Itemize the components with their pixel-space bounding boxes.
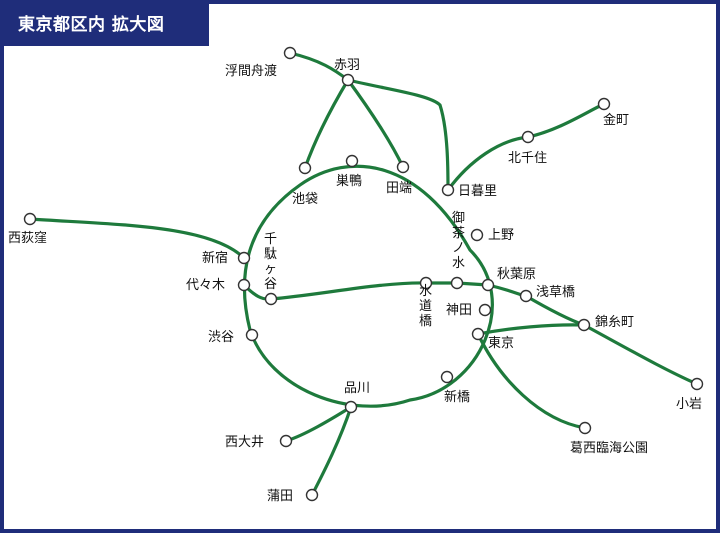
station-label: 東京 — [488, 335, 514, 351]
station-akabane[interactable]: 赤羽 — [334, 58, 360, 87]
station-label: 代々木 — [186, 278, 225, 293]
station-marker — [245, 328, 259, 342]
station-marker — [470, 228, 484, 242]
station-label: 水道橋 — [419, 284, 432, 329]
station-label: 渋谷 — [208, 330, 234, 345]
station-nishioi[interactable]: 西大井 — [225, 434, 293, 450]
station-nishiogikubo[interactable]: 西荻窪 — [8, 212, 47, 247]
station-shimbashi[interactable]: 新橋 — [440, 370, 471, 406]
station-nippori[interactable]: 日暮里 — [441, 183, 498, 199]
station-label: 新橋 — [444, 389, 470, 405]
station-label: 西大井 — [225, 435, 264, 450]
station-label: 新宿 — [202, 250, 228, 266]
station-marker — [578, 421, 592, 435]
station-suidobashi[interactable]: 水道橋 — [419, 276, 433, 330]
station-tabata[interactable]: 田端 — [386, 160, 412, 197]
station-marker — [478, 303, 492, 317]
station-marker — [450, 276, 464, 290]
station-yoyogi[interactable]: 代々木 — [186, 278, 251, 293]
station-marker — [396, 160, 410, 174]
station-kasairinkaikoen[interactable]: 葛西臨海公園 — [570, 421, 648, 457]
station-label: 錦糸町 — [595, 314, 634, 330]
station-sugamo[interactable]: 巣鴨 — [336, 154, 362, 190]
station-ukimafunado[interactable]: 浮間舟渡 — [225, 46, 297, 80]
station-ueno[interactable]: 上野 — [470, 228, 515, 243]
station-marker — [23, 212, 37, 226]
station-kamata[interactable]: 蒲田 — [267, 488, 319, 504]
chuo-sobu-line — [242, 281, 490, 301]
station-marker — [690, 377, 704, 391]
joban-line — [446, 102, 606, 192]
station-marker — [279, 434, 293, 448]
station-koiwa[interactable]: 小岩 — [676, 377, 704, 413]
station-label: 池袋 — [292, 192, 318, 207]
station-marker — [481, 278, 495, 292]
station-tokyo[interactable]: 東京 — [471, 327, 515, 352]
station-marker — [237, 251, 251, 265]
akabane-ikebukuro-line — [303, 78, 350, 170]
station-label: 御茶ノ水 — [452, 211, 465, 271]
station-sendagaya[interactable]: 千駄ヶ谷 — [264, 232, 278, 306]
station-kinshicho[interactable]: 錦糸町 — [577, 314, 635, 332]
station-label: 葛西臨海公園 — [570, 441, 648, 456]
station-label: 蒲田 — [267, 489, 293, 504]
rail-lines — [28, 51, 699, 497]
akabane-nippori-line — [346, 78, 450, 192]
station-label: 北千住 — [508, 151, 547, 166]
station-kanda[interactable]: 神田 — [446, 303, 492, 318]
chuo-line-west — [28, 217, 246, 260]
station-ikebukuro[interactable]: 池袋 — [292, 161, 318, 208]
station-kanamachi[interactable]: 金町 — [597, 97, 630, 129]
station-label: 浮間舟渡 — [225, 63, 277, 79]
station-marker — [345, 154, 359, 168]
station-shinagawa[interactable]: 品川 — [344, 381, 370, 414]
station-marker — [441, 183, 455, 197]
station-label: 金町 — [603, 112, 629, 128]
station-asakusabashi[interactable]: 浅草橋 — [519, 285, 576, 303]
station-label: 上野 — [488, 228, 514, 243]
keiyo-line — [476, 332, 587, 430]
station-label: 赤羽 — [334, 58, 360, 73]
station-label: 千駄ヶ谷 — [264, 232, 277, 292]
station-marker — [298, 161, 312, 175]
station-marker — [305, 488, 319, 502]
station-label: 田端 — [386, 181, 412, 196]
station-marker — [577, 318, 591, 332]
station-label: 浅草橋 — [536, 285, 575, 300]
map-title: 東京都区内 拡大図 — [4, 4, 209, 46]
station-label: 日暮里 — [458, 184, 497, 199]
station-shibuya[interactable]: 渋谷 — [208, 328, 259, 346]
station-label: 品川 — [344, 381, 370, 396]
station-marker — [419, 276, 433, 290]
station-marker — [519, 289, 533, 303]
station-marker — [597, 97, 611, 111]
station-label: 小岩 — [676, 397, 702, 412]
station-marker — [341, 73, 355, 87]
stations: 浮間舟渡 赤羽 金町 北千住 巣鴨 池袋 — [8, 46, 704, 504]
shinagawa-kamata-line — [310, 405, 353, 497]
station-shinjuku[interactable]: 新宿 — [202, 250, 251, 266]
station-marker — [471, 327, 485, 341]
station-akihabara[interactable]: 秋葉原 — [481, 267, 537, 292]
station-label: 巣鴨 — [336, 174, 362, 189]
akabane-tabata-line — [346, 78, 405, 169]
station-marker — [440, 370, 454, 384]
station-marker — [264, 292, 278, 306]
station-label: 神田 — [446, 303, 472, 318]
station-kitasenju[interactable]: 北千住 — [508, 130, 547, 167]
sobu-line — [486, 283, 699, 386]
station-label: 西荻窪 — [8, 230, 47, 246]
station-label: 秋葉原 — [497, 267, 536, 282]
station-marker — [237, 278, 251, 292]
station-marker — [521, 130, 535, 144]
station-marker — [283, 46, 297, 60]
station-ochanomizu[interactable]: 御茶ノ水 — [450, 211, 466, 290]
station-marker — [344, 400, 358, 414]
sobu-rapid-line — [476, 323, 586, 336]
